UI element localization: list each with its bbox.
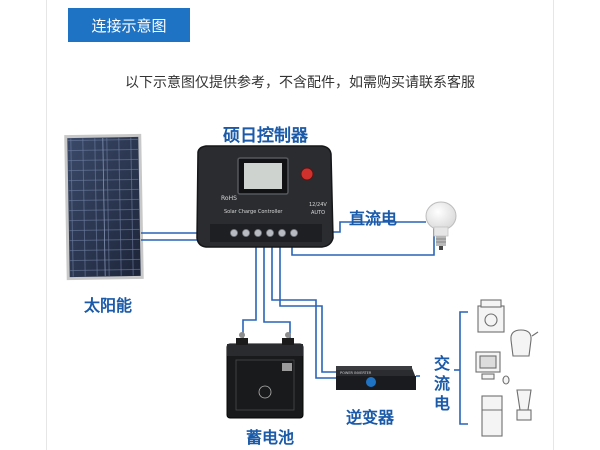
controller-image: RoHS Solar Charge Controller 12/24V AUTO [197,146,333,247]
battery-label: 蓄电池 [246,424,294,448]
wiring [141,222,468,424]
solar-panel-image [66,135,142,278]
ac-appliances-image [476,300,538,436]
controller-face-text: Solar Charge Controller [224,209,283,215]
solar-panel-label: 太阳能 [84,292,132,316]
controller-voltage-text: 12/24V [309,202,327,208]
controller-mode-text: AUTO [311,210,325,216]
battery-image [227,332,303,418]
ac-output-char: 电 [432,394,452,414]
inverter-face-text: POWER INVERTER [340,371,372,375]
inverter-label: 逆变器 [346,404,394,428]
dc-output-label: 直流电 [349,205,397,229]
ac-output-char: 流 [432,374,452,394]
ac-output-label: 交 流 电 [432,354,452,414]
controller-label: 硕日控制器 [223,121,308,146]
controller-cert-text: RoHS [221,195,237,202]
light-bulb-image [426,202,456,250]
inverter-image: POWER INVERTER [336,366,416,390]
ac-output-char: 交 [432,354,452,374]
